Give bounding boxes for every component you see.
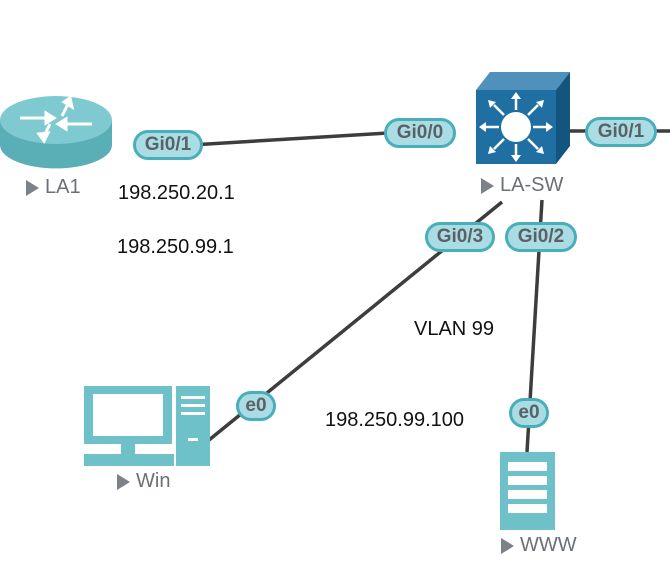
router-ip-annotation-2: 198.250.99.1 <box>117 236 234 258</box>
pc-label: Win <box>117 470 170 493</box>
port-pc-e0[interactable]: e0 <box>236 391 276 421</box>
link-router-switch[interactable] <box>174 129 421 148</box>
server-ip-annotation: 198.250.99.100 <box>325 409 465 431</box>
expand-triangle-icon <box>26 179 39 196</box>
vlan-annotation: VLAN 99 <box>414 318 495 340</box>
router-ip-annotation: 198.250.20.1 <box>118 182 235 204</box>
server-name: WWW <box>520 534 577 556</box>
port-router-gi0-1[interactable]: Gi0/1 <box>133 130 203 160</box>
port-switch-gi0-1[interactable]: Gi0/1 <box>585 117 657 147</box>
router-icon[interactable] <box>0 95 112 169</box>
router-label: LA1 <box>26 176 81 199</box>
switch-label: LA-SW <box>481 174 563 197</box>
port-switch-gi0-2[interactable]: Gi0/2 <box>505 222 577 252</box>
expand-triangle-icon <box>117 473 130 490</box>
switch-name: LA-SW <box>500 174 564 196</box>
multilayer-switch-icon[interactable] <box>476 72 570 164</box>
port-switch-gi0-0[interactable]: Gi0/0 <box>384 118 456 148</box>
desktop-pc-icon[interactable] <box>84 386 210 466</box>
expand-triangle-icon <box>481 177 494 194</box>
port-switch-gi0-3[interactable]: Gi0/3 <box>425 222 495 252</box>
server-label: WWW <box>501 534 577 557</box>
server-icon[interactable] <box>500 452 555 530</box>
pc-name: Win <box>136 470 171 492</box>
port-server-e0[interactable]: e0 <box>509 398 549 428</box>
router-name: LA1 <box>45 176 81 198</box>
expand-triangle-icon <box>501 537 514 554</box>
